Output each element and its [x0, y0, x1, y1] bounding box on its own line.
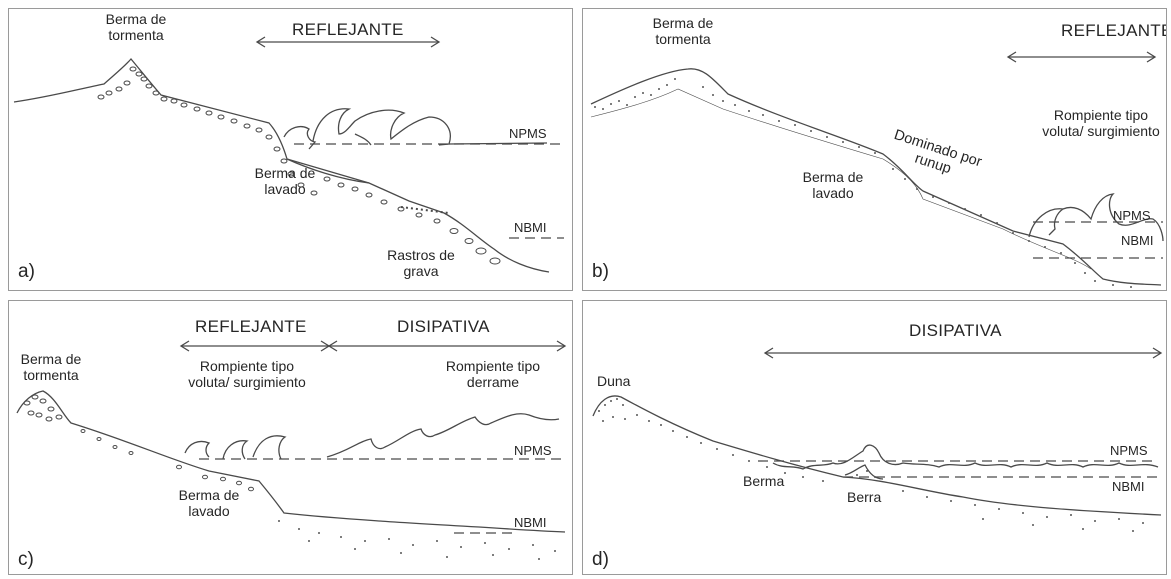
berm-label: Berma: [743, 473, 784, 489]
panel-letter: c): [18, 552, 34, 568]
dune-label: Duna: [597, 373, 630, 389]
profile-b-drawing: [583, 9, 1167, 291]
regime-label: REFLEJANTE: [1061, 23, 1167, 39]
wave: [773, 445, 1158, 469]
bar-label: Berra: [847, 489, 881, 505]
nbmi-label: NBMI: [514, 515, 547, 531]
storm-berm-label: Berma de tormenta: [643, 15, 723, 47]
gravel-label: Rastros de grava: [381, 247, 461, 279]
breaker-label: Rompiente tipo voluta/ surgimiento: [1031, 107, 1167, 139]
panel-a: Berma de tormenta REFLEJANTE NPMS Berma …: [8, 8, 573, 291]
swash-berm-label: Berma de lavado: [793, 169, 873, 201]
panel-letter: b): [592, 264, 609, 280]
nbmi-label: NBMI: [514, 220, 547, 236]
nbmi-label: NBMI: [1121, 233, 1154, 249]
npms-label: NPMS: [509, 126, 547, 142]
panel-c: Berma de tormenta REFLEJANTE DISIPATIVA …: [8, 300, 573, 575]
swash-berm-label: Berma de lavado: [169, 487, 249, 519]
regime-label-reflective: REFLEJANTE: [195, 319, 307, 335]
regime-label-dissipative: DISIPATIVA: [397, 319, 490, 335]
npms-label: NPMS: [514, 443, 552, 459]
plunging-breaker-label: Rompiente tipo voluta/ surgimiento: [177, 358, 317, 390]
profile-a-drawing: [9, 9, 573, 291]
swash-berm-label: Berma de lavado: [245, 165, 325, 197]
profile-c-drawing: [9, 301, 573, 575]
beach-profile: [17, 391, 565, 532]
beach-profile: [591, 69, 1161, 285]
wave: [1029, 209, 1063, 237]
regime-label: REFLEJANTE: [292, 22, 404, 38]
storm-berm-label: Berma de tormenta: [96, 11, 176, 43]
panel-letter: d): [592, 552, 609, 568]
panel-letter: a): [18, 264, 35, 280]
nbmi-label: NBMI: [1112, 479, 1145, 495]
npms-label: NPMS: [1113, 208, 1151, 224]
wave: [185, 441, 209, 457]
panel-b: Berma de tormenta REFLEJANTE Rompiente t…: [582, 8, 1167, 291]
npms-label: NPMS: [1110, 443, 1148, 459]
panel-d: Duna DISIPATIVA NPMS NBMI Berma Berra d): [582, 300, 1167, 575]
storm-berm-label: Berma de tormenta: [11, 351, 91, 383]
wave: [284, 127, 315, 149]
spilling-breaker-label: Rompiente tipo derrame: [433, 358, 553, 390]
regime-label: DISIPATIVA: [909, 323, 1002, 339]
profile-d-drawing: [583, 301, 1167, 575]
